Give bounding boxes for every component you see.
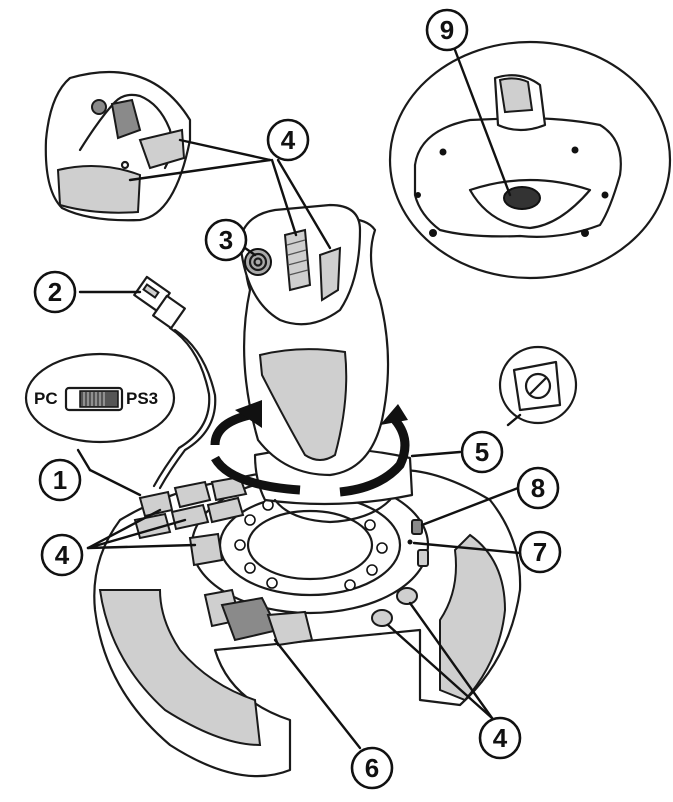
switch-label-ps3: PS3 xyxy=(126,389,158,408)
callout-8: 8 xyxy=(518,468,558,508)
callout-4-base-right: 4 xyxy=(480,718,520,758)
slide-switch-icon xyxy=(66,388,122,410)
svg-text:4: 4 xyxy=(55,540,70,570)
svg-text:1: 1 xyxy=(53,465,67,495)
callout-2: 2 xyxy=(35,272,75,312)
base-round-button-2 xyxy=(397,588,417,604)
inset-panel xyxy=(58,166,140,213)
callout-4-base-left: 4 xyxy=(42,535,82,575)
svg-text:7: 7 xyxy=(533,537,547,567)
underside-inset xyxy=(390,42,670,278)
mode-switch-inset: PC PS3 xyxy=(26,354,174,442)
trigger-button xyxy=(245,249,271,275)
svg-text:4: 4 xyxy=(281,125,296,155)
led-indicator xyxy=(408,540,413,545)
callout-9: 9 xyxy=(427,10,467,50)
svg-text:4: 4 xyxy=(493,723,508,753)
base-round-button-1 xyxy=(372,610,392,626)
svg-text:9: 9 xyxy=(440,15,454,45)
handle-closeup-inset xyxy=(46,72,190,220)
switch-label-pc: PC xyxy=(34,389,58,408)
svg-text:8: 8 xyxy=(531,473,545,503)
preset-button xyxy=(412,520,422,534)
callout-1: 1 xyxy=(40,460,80,500)
screw-inset xyxy=(500,347,576,423)
callout-6: 6 xyxy=(352,748,392,788)
callout-5: 5 xyxy=(462,432,502,472)
svg-text:6: 6 xyxy=(365,753,379,783)
underside-base xyxy=(415,118,621,237)
callout-3: 3 xyxy=(206,220,246,260)
usb-plug-icon xyxy=(134,277,185,328)
callout-7: 7 xyxy=(520,532,560,572)
svg-text:5: 5 xyxy=(475,437,489,467)
inset-button-1 xyxy=(92,100,106,114)
callout-4-handle: 4 xyxy=(268,120,308,160)
svg-text:3: 3 xyxy=(219,225,233,255)
svg-text:2: 2 xyxy=(48,277,62,307)
